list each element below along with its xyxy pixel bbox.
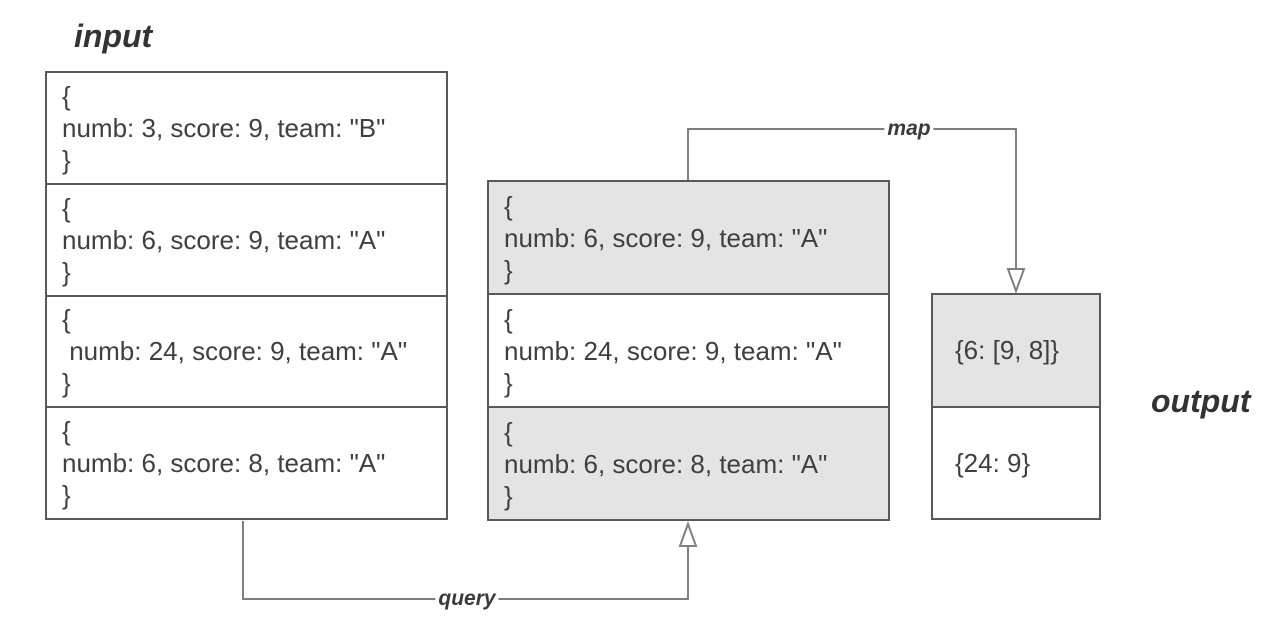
- query-record-2: { numb: 24, score: 9, team: "A" }: [489, 293, 888, 406]
- output-record-1: {6: [9, 8]}: [933, 295, 1099, 406]
- output-column: {6: [9, 8]} {24: 9}: [931, 293, 1101, 520]
- input-record-4: { numb: 6, score: 8, team: "A" }: [47, 406, 446, 518]
- input-record-3: { numb: 24, score: 9, team: "A" }: [47, 294, 446, 407]
- record-open-brace: {: [62, 304, 71, 335]
- record-open-brace: {: [62, 80, 71, 111]
- record-close-brace: }: [62, 144, 71, 175]
- output-label: output: [1151, 383, 1251, 419]
- record-body: numb: 6, score: 8, team: "A": [504, 448, 828, 479]
- record-open-brace: {: [504, 190, 513, 221]
- record-close-brace: }: [62, 368, 71, 399]
- record-open-brace: {: [504, 416, 513, 447]
- input-label: input: [74, 18, 153, 54]
- record-close-brace: }: [62, 480, 71, 511]
- map-arrowhead-icon: [1006, 268, 1026, 294]
- record-open-brace: {: [62, 416, 71, 447]
- input-column: { numb: 3, score: 9, team: "B" } { numb:…: [45, 71, 448, 520]
- query-record-3: { numb: 6, score: 8, team: "A" }: [489, 406, 888, 519]
- query-result-column: { numb: 6, score: 9, team: "A" } { numb:…: [487, 180, 890, 521]
- record-body: numb: 24, score: 9, team: "A": [62, 336, 408, 367]
- record-body: numb: 24, score: 9, team: "A": [504, 335, 842, 366]
- input-record-1: { numb: 3, score: 9, team: "B" }: [47, 73, 446, 183]
- record-close-brace: }: [504, 367, 513, 398]
- query-arrowhead-icon: [678, 521, 698, 547]
- map-edge-label: map: [884, 117, 934, 141]
- query-record-1: { numb: 6, score: 9, team: "A" }: [489, 182, 888, 293]
- record-value: {24: 9}: [955, 447, 1031, 478]
- record-body: numb: 6, score: 9, team: "A": [504, 222, 828, 253]
- record-body: numb: 3, score: 9, team: "B": [62, 112, 386, 143]
- input-record-2: { numb: 6, score: 9, team: "A" }: [47, 182, 446, 295]
- record-value: {6: [9, 8]}: [955, 335, 1060, 366]
- record-open-brace: {: [62, 192, 71, 223]
- record-open-brace: {: [504, 303, 513, 334]
- record-body: numb: 6, score: 8, team: "A": [62, 448, 386, 479]
- record-close-brace: }: [504, 480, 513, 511]
- record-close-brace: }: [62, 256, 71, 287]
- record-body: numb: 6, score: 9, team: "A": [62, 224, 386, 255]
- output-record-2: {24: 9}: [933, 405, 1099, 518]
- record-close-brace: }: [504, 254, 513, 285]
- query-edge-label: query: [435, 587, 499, 611]
